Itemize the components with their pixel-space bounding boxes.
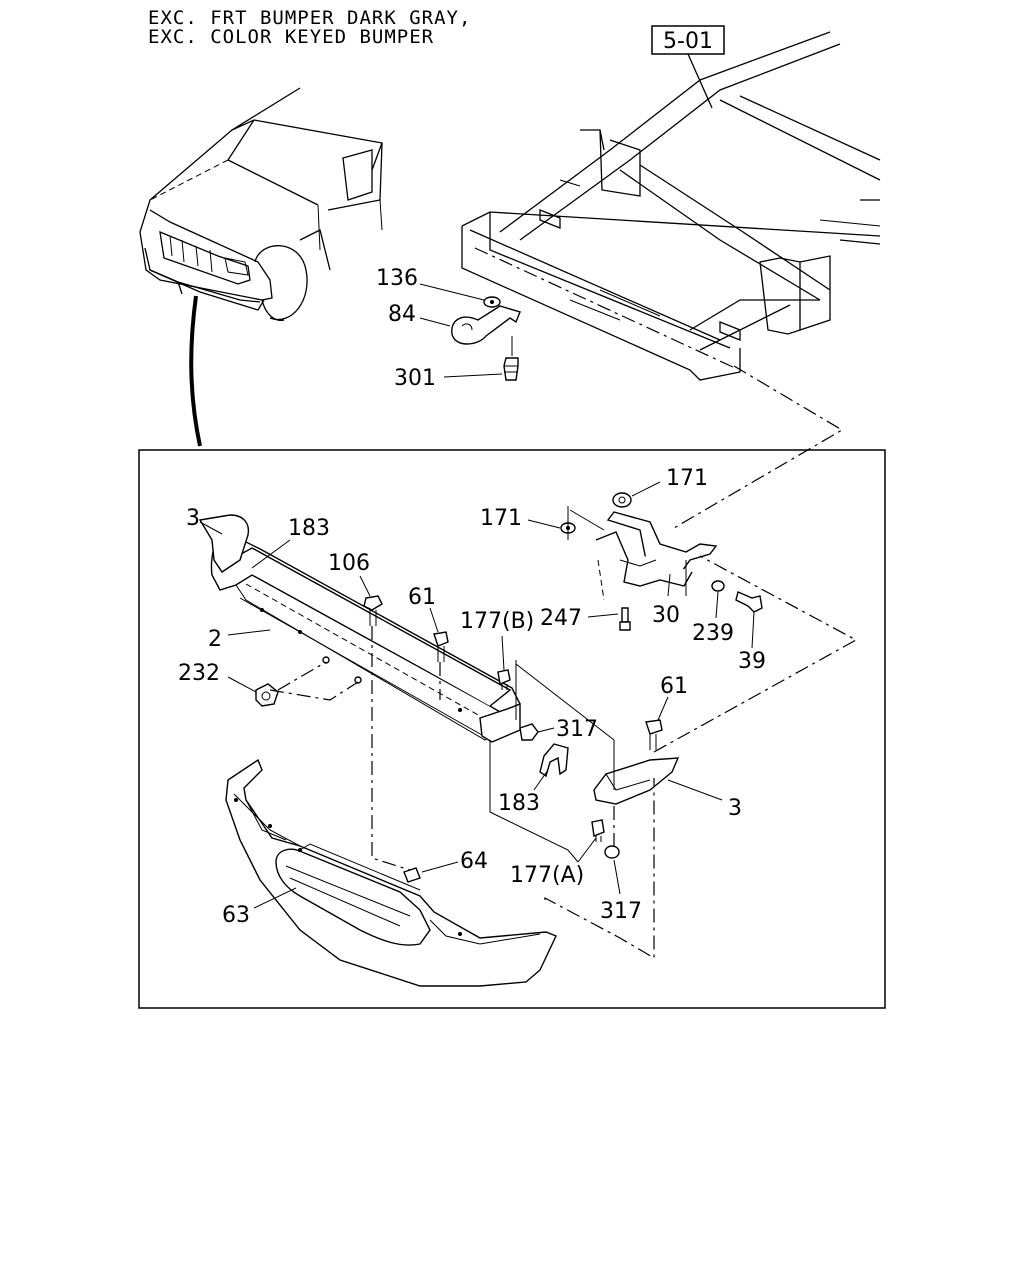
- end-cap-right: [593, 757, 680, 805]
- callout-232: 232: [178, 661, 220, 686]
- callout-317-mid: 317: [556, 717, 598, 742]
- bumper-bracket: [560, 492, 718, 587]
- callout-247: 247: [540, 606, 582, 631]
- callout-171-left: 171: [480, 506, 522, 531]
- frame-illustration: [461, 31, 881, 381]
- reference-box-label: 5-01: [663, 29, 713, 54]
- end-cap-left: [198, 514, 250, 573]
- callout-84: 84: [388, 302, 416, 327]
- truck-illustration: [139, 87, 383, 322]
- callout-30: 30: [652, 603, 680, 628]
- callout-177b: 177(B): [460, 609, 534, 634]
- callout-239: 239: [692, 621, 734, 646]
- bumper-face: [225, 758, 557, 987]
- callout-3-right: 3: [728, 796, 742, 821]
- callout-183-top: 183: [288, 516, 330, 541]
- tow-hook-assembly: [451, 296, 521, 381]
- callout-64: 64: [460, 849, 488, 874]
- callout-39: 39: [738, 649, 766, 674]
- callout-177a: 177(A): [510, 863, 584, 888]
- callout-61-mid: 61: [408, 585, 436, 610]
- callout-136: 136: [376, 266, 418, 291]
- detail-frame: [138, 449, 886, 1009]
- header-line-2: EXC. COLOR KEYED BUMPER: [148, 26, 435, 48]
- callout-317-bottom: 317: [600, 899, 642, 924]
- callout-183-bottom: 183: [498, 791, 540, 816]
- callout-2: 2: [208, 627, 222, 652]
- callout-63: 63: [222, 903, 250, 928]
- callout-106: 106: [328, 551, 370, 576]
- callout-301: 301: [394, 366, 436, 391]
- callout-61-right: 61: [660, 674, 688, 699]
- callout-171-top: 171: [666, 466, 708, 491]
- callout-3-left: 3: [186, 506, 200, 531]
- reference-box[interactable]: 5-01: [651, 25, 725, 55]
- header-line-1: EXC. FRT BUMPER DARK GRAY,: [148, 7, 472, 29]
- leader-lines: [199, 283, 755, 909]
